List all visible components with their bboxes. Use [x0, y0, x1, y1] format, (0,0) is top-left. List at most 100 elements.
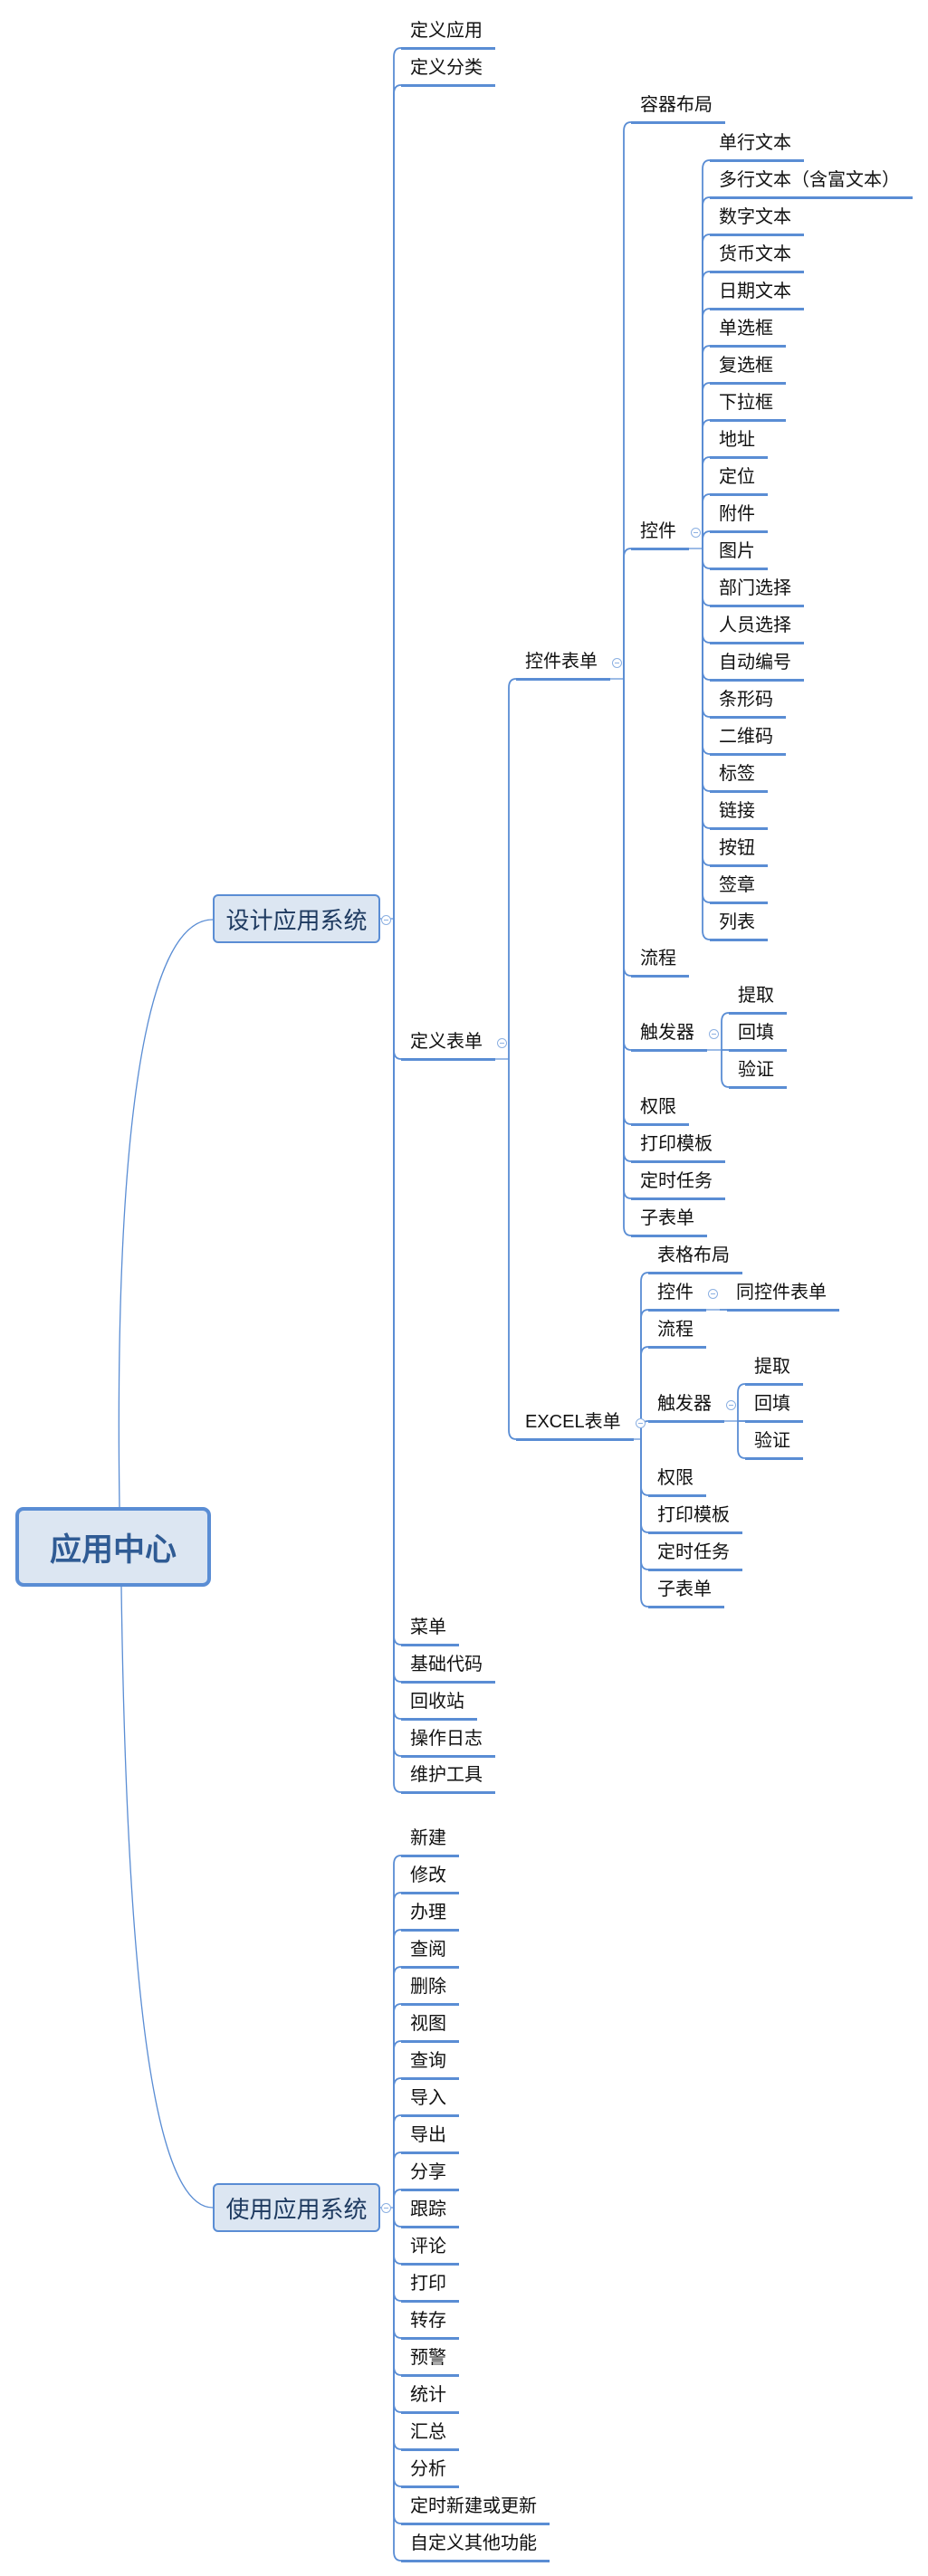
subtopic[interactable]: 数字文本	[719, 207, 791, 227]
subtopic[interactable]: 签章	[719, 875, 755, 895]
subtopic[interactable]: 删除	[410, 1977, 446, 1997]
subtopic[interactable]: 部门选择	[719, 578, 791, 598]
subtopic[interactable]: 定义表单	[410, 1032, 483, 1052]
connector	[640, 1309, 649, 1439]
subtopic[interactable]: 附件	[719, 504, 755, 524]
connector	[393, 919, 402, 1060]
subtopic[interactable]: 多行文本（含富文本）	[719, 170, 900, 190]
subtopic[interactable]: 图片	[719, 541, 755, 561]
collapse-toggle-icon[interactable]	[497, 1038, 507, 1048]
subtopic[interactable]: 基础代码	[410, 1655, 483, 1674]
subtopic-underline	[710, 455, 768, 459]
connector	[702, 549, 711, 755]
subtopic[interactable]: 触发器	[657, 1394, 712, 1414]
collapse-toggle-icon[interactable]	[381, 2203, 391, 2213]
subtopic[interactable]: 标签	[719, 764, 755, 784]
subtopic[interactable]: 定位	[719, 467, 755, 487]
subtopic[interactable]: 定时任务	[640, 1171, 713, 1191]
subtopic[interactable]: 链接	[719, 801, 755, 821]
subtopic[interactable]: 复选框	[719, 356, 773, 376]
subtopic[interactable]: 维护工具	[410, 1765, 483, 1785]
collapse-toggle-icon[interactable]	[636, 1418, 646, 1428]
subtopic[interactable]: 提取	[754, 1357, 790, 1377]
subtopic[interactable]: 容器布局	[640, 95, 713, 115]
subtopic-underline	[710, 641, 804, 644]
subtopic[interactable]: 分享	[410, 2162, 446, 2182]
connector	[702, 308, 711, 549]
subtopic[interactable]: 转存	[410, 2311, 446, 2331]
subtopic[interactable]: 验证	[754, 1431, 790, 1451]
subtopic[interactable]: 新建	[410, 1828, 446, 1848]
subtopic[interactable]: 回收站	[410, 1692, 464, 1712]
connector	[623, 679, 632, 977]
subtopic[interactable]: 跟踪	[410, 2199, 446, 2219]
subtopic[interactable]: 查询	[410, 2051, 446, 2071]
subtopic[interactable]: 提取	[738, 986, 774, 1006]
subtopic[interactable]: 控件表单	[525, 652, 598, 672]
main-topic-use-app-system[interactable]: 使用应用系统	[213, 2183, 380, 2232]
collapse-toggle-icon[interactable]	[708, 1289, 718, 1299]
subtopic[interactable]: 按钮	[719, 838, 755, 858]
subtopic[interactable]: 预警	[410, 2348, 446, 2368]
subtopic[interactable]: 打印模板	[657, 1505, 730, 1525]
subtopic[interactable]: 导出	[410, 2125, 446, 2145]
subtopic[interactable]: 下拉框	[719, 393, 773, 413]
subtopic[interactable]: 货币文本	[719, 244, 791, 264]
subtopic[interactable]: 验证	[738, 1060, 774, 1080]
subtopic[interactable]: 地址	[719, 430, 755, 450]
root-topic[interactable]: 应用中心	[15, 1507, 211, 1587]
subtopic[interactable]: 自动编号	[719, 653, 791, 673]
subtopic[interactable]: 列表	[719, 912, 755, 932]
subtopic[interactable]: 操作日志	[410, 1729, 483, 1749]
subtopic[interactable]: 菜单	[410, 1617, 446, 1637]
subtopic[interactable]: 导入	[410, 2088, 446, 2108]
connector	[508, 678, 517, 1059]
subtopic[interactable]: 权限	[640, 1097, 676, 1117]
subtopic[interactable]: 触发器	[640, 1023, 694, 1043]
subtopic[interactable]: 同控件表单	[736, 1283, 827, 1302]
subtopic[interactable]: 权限	[657, 1468, 694, 1488]
subtopic[interactable]: 汇总	[410, 2422, 446, 2442]
subtopic[interactable]: 查阅	[410, 1940, 446, 1960]
collapse-toggle-icon[interactable]	[381, 915, 391, 925]
subtopic-underline	[729, 1048, 787, 1052]
subtopic[interactable]: 定时任务	[657, 1542, 730, 1562]
subtopic[interactable]: 统计	[410, 2385, 446, 2405]
subtopic-underline	[631, 1159, 725, 1163]
subtopic[interactable]: 自定义其他功能	[410, 2533, 537, 2553]
main-topic-design-app-system[interactable]: 设计应用系统	[213, 894, 380, 943]
subtopic[interactable]: 分析	[410, 2459, 446, 2479]
subtopic[interactable]: 定义应用	[410, 21, 483, 41]
subtopic[interactable]: 条形码	[719, 690, 773, 710]
subtopic-underline	[401, 1717, 477, 1721]
subtopic[interactable]: 流程	[657, 1320, 694, 1340]
subtopic[interactable]: 单选框	[719, 319, 773, 339]
connector	[393, 1892, 402, 2208]
subtopic[interactable]: EXCEL表单	[525, 1412, 621, 1432]
subtopic[interactable]: 打印	[410, 2274, 446, 2294]
subtopic[interactable]: 二维码	[719, 727, 773, 747]
subtopic[interactable]: 修改	[410, 1865, 446, 1885]
subtopic-underline	[631, 1197, 725, 1200]
subtopic[interactable]: 控件	[657, 1283, 694, 1302]
subtopic[interactable]: 日期文本	[719, 281, 791, 301]
subtopic[interactable]: 人员选择	[719, 615, 791, 635]
subtopic[interactable]: 定时新建或更新	[410, 2496, 537, 2516]
subtopic[interactable]: 回填	[754, 1394, 790, 1414]
collapse-toggle-icon[interactable]	[709, 1029, 719, 1039]
subtopic[interactable]: 定义分类	[410, 58, 483, 78]
collapse-toggle-icon[interactable]	[691, 528, 701, 538]
subtopic[interactable]: 评论	[410, 2237, 446, 2256]
subtopic[interactable]: 单行文本	[719, 133, 791, 153]
subtopic[interactable]: 控件	[640, 521, 676, 541]
subtopic[interactable]: 流程	[640, 949, 676, 968]
subtopic[interactable]: 打印模板	[640, 1134, 713, 1154]
subtopic[interactable]: 子表单	[657, 1579, 712, 1599]
subtopic[interactable]: 表格布局	[657, 1245, 730, 1265]
subtopic[interactable]: 办理	[410, 1903, 446, 1922]
collapse-toggle-icon[interactable]	[726, 1400, 736, 1410]
subtopic[interactable]: 视图	[410, 2014, 446, 2034]
subtopic[interactable]: 子表单	[640, 1208, 694, 1228]
subtopic[interactable]: 回填	[738, 1023, 774, 1043]
collapse-toggle-icon[interactable]	[612, 658, 622, 668]
